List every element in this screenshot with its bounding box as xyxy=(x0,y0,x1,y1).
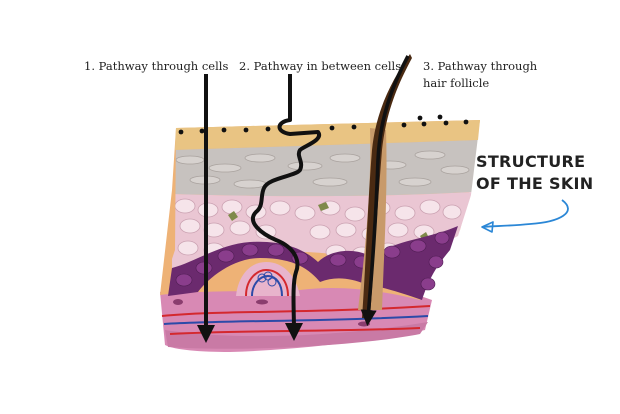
basal-layer xyxy=(168,226,458,300)
pathway-cells-label: 1. Pathway through cells xyxy=(84,59,229,73)
pathway-between-cells-label: 2. Pathway in between cells xyxy=(239,59,402,73)
stratum-corneum xyxy=(175,120,480,150)
pathway-follicle-label-line1: 3. Pathway through xyxy=(423,59,538,73)
pathway-arrow-icon-between xyxy=(250,74,322,341)
diagram-title-line2: OF THE SKIN xyxy=(476,174,594,193)
diagram-title-line1: STRUCTURE xyxy=(476,152,586,171)
curved-pointer-arrow-icon xyxy=(481,199,569,233)
pathway-follicle-label-line2: hair follicle xyxy=(423,76,490,90)
pathway-arrow-icon-follicle xyxy=(360,55,410,327)
pathway-follicle-label: 3. Pathway through hair follicle xyxy=(423,58,537,92)
granular-layer xyxy=(172,140,478,197)
dermal-papilla xyxy=(236,262,300,297)
surface-dots xyxy=(178,114,469,135)
